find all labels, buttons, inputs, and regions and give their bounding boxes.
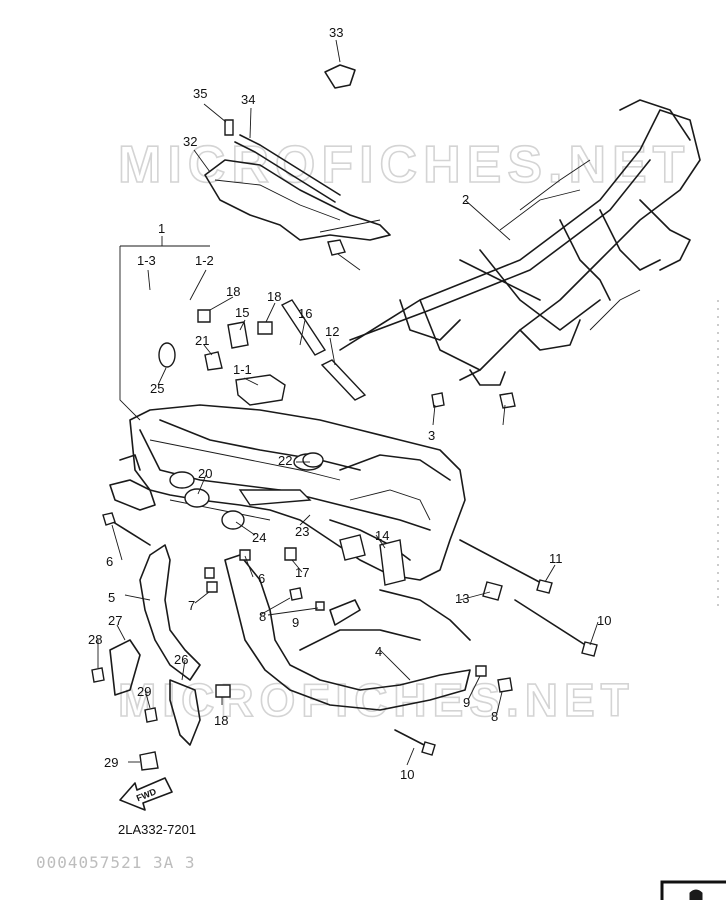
callout-9b: 9 [463,695,470,710]
callout-4: 4 [375,644,382,659]
callout-22: 22 [278,453,292,468]
top-bracket-parts [204,64,391,256]
callout-8b: 8 [491,709,498,724]
callout-8a: 8 [259,609,266,624]
callout-18c: 18 [214,713,228,728]
callout-1-2: 1-2 [195,253,214,268]
callout-12: 12 [325,324,339,339]
fasteners [91,299,598,771]
callout-5: 5 [108,590,115,605]
corner-tab [660,880,726,900]
callout-29b: 29 [137,684,151,699]
callout-3: 3 [428,428,435,443]
callout-6a: 6 [106,554,113,569]
callout-20: 20 [198,466,212,481]
rear-frame-part [339,99,701,386]
callout-labels: 33 35 34 32 2 1 1-3 1-2 18 18 16 15 12 2… [88,25,611,782]
callout-17: 16 [298,306,312,321]
callout-33: 35 [193,86,207,101]
callout-28: 29 [104,755,118,770]
callout-19: 17 [295,565,309,580]
callout-1: 1 [158,221,165,236]
callout-1-3: 1-3 [137,253,156,268]
forward-arrow-icon: FWD [119,777,173,811]
watermark-top: MICROFICHES.NET [118,136,690,194]
callout-26: 26 [174,652,188,667]
callout-2: 2 [462,192,469,207]
callout-27: 27 [108,613,122,628]
callout-18b: 18 [267,289,281,304]
callout-13: 10 [597,613,611,628]
watermark-bottom: MICROFICHES.NET [118,674,635,726]
callout-25: 25 [150,381,164,396]
callout-11: 11 [549,551,563,566]
leader-lines [97,39,599,766]
callout-21: 21 [195,333,209,348]
callout-18a: 18 [226,284,240,299]
callout-7: 7 [188,598,195,613]
callout-9a: 9 [292,615,299,630]
callout-23: 23 [295,524,309,539]
callout-32: 34 [241,92,255,107]
callout-14: 13 [455,591,469,606]
callout-16: 15 [235,305,249,320]
diagram-code: 2LA332-7201 [118,822,196,837]
callout-30: 32 [183,134,197,149]
callout-29a: 28 [88,632,102,647]
callout-15: 14 [375,528,389,543]
print-stamp: 0004057521 3A 3 [36,853,196,872]
callout-10: 10 [400,767,414,782]
callout-1-1: 1-1 [233,362,252,377]
callout-24: 24 [252,530,266,545]
callout-31: 33 [329,25,343,40]
callout-6b: 6 [258,571,265,586]
